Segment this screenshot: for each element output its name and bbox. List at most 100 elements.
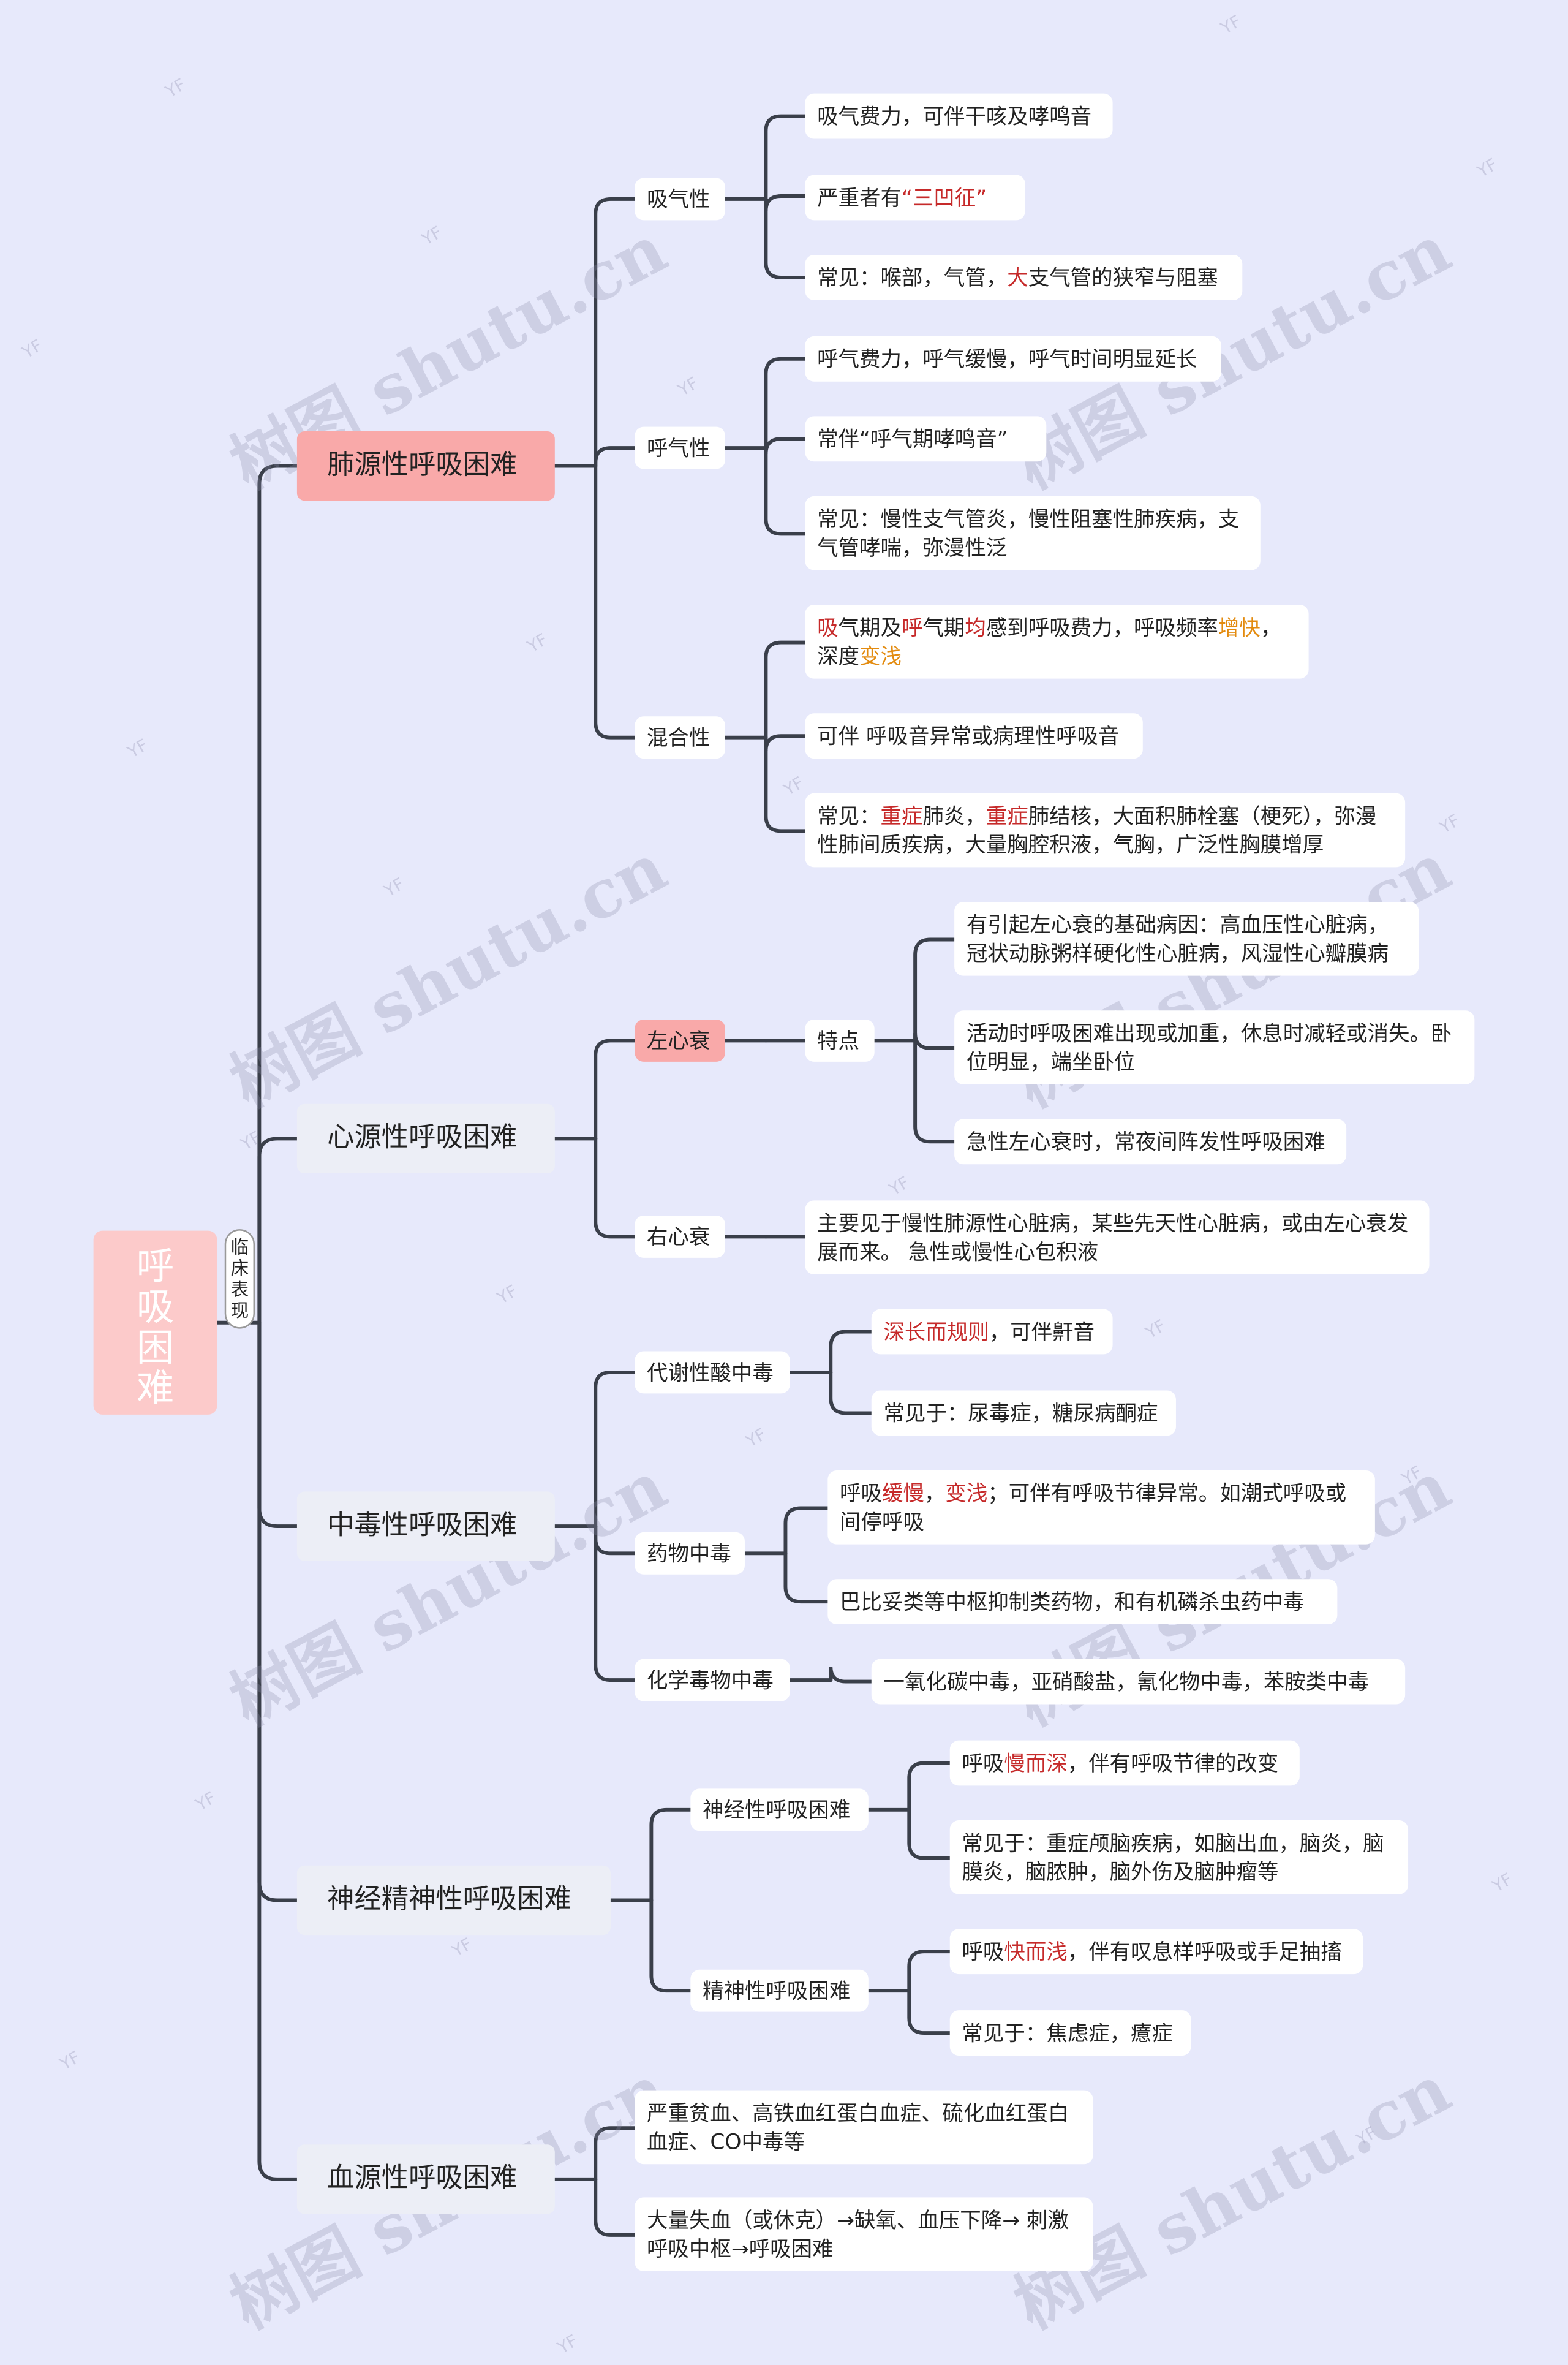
leaf[interactable]: 常见：重症肺炎，重症肺结核，大面积肺栓塞（梗死），弥漫性肺间质疾病，大量胸腔积液… — [805, 793, 1406, 868]
leaf-text: 呼 — [901, 616, 923, 641]
leaf-text: 主要见于慢性肺源性心脏病，某些先天性心脏病，或由左心衰发展而来。 急性或慢性心包… — [817, 1213, 1409, 1266]
leaf-text: 感到呼吸费力，呼吸频率 — [986, 616, 1218, 641]
sub-title: 特点 — [817, 1030, 860, 1054]
leaf-text: ，可伴鼾音 — [989, 1321, 1095, 1345]
branch-title: 中毒性呼吸困难 — [327, 1509, 518, 1542]
sub-features[interactable]: 特点 — [805, 1019, 875, 1062]
leaf[interactable]: 活动时呼吸困难出现或加重，休息时减轻或消失。卧位明显，端坐卧位 — [954, 1010, 1475, 1084]
leaf-text: 支气管的狭窄与阻塞 — [1028, 267, 1218, 292]
sub-title: 呼气性 — [646, 437, 710, 462]
branch-hematogenous[interactable]: 血源性呼吸困难 — [296, 2144, 555, 2214]
branch-toxic[interactable]: 中毒性呼吸困难 — [296, 1491, 555, 1561]
connector-line — [257, 1320, 299, 2181]
leaf-text: 呼吸 — [840, 1482, 882, 1507]
sub-title: 化学毒物中毒 — [646, 1669, 774, 1694]
leaf-text: 变浅 — [859, 645, 902, 670]
leaf[interactable]: 常见于：重症颅脑疾病，如脑出血，脑炎，脑膜炎，脑脓肿，脑外伤及脑肿瘤等 — [949, 1820, 1409, 1894]
leaf-text: 吸 — [817, 616, 839, 641]
sub-psychogenic[interactable]: 精神性呼吸困难 — [690, 1969, 869, 2012]
connector-line — [764, 437, 807, 455]
connector-line — [649, 1898, 693, 1993]
leaf[interactable]: 吸气费力，可伴干咳及哮鸣音 — [805, 93, 1113, 139]
leaf[interactable]: 呼吸缓慢，变浅；可伴有呼吸节律异常。如潮式呼吸或间停呼吸 — [827, 1470, 1375, 1545]
branch-cardiac[interactable]: 心源性呼吸困难 — [296, 1103, 555, 1174]
leaf-text: 气期 — [922, 616, 965, 641]
sub-drug-poisoning[interactable]: 药物中毒 — [635, 1532, 745, 1575]
sub-inspiratory[interactable]: 吸气性 — [635, 178, 725, 221]
leaf[interactable]: 吸气期及呼气期均感到呼吸费力，呼吸频率增快，深度变浅 — [805, 605, 1309, 679]
leaf-text: 呼吸 — [962, 1752, 1005, 1777]
sub-right-heart-failure[interactable]: 右心衰 — [635, 1215, 725, 1258]
leaf-text: 吸气费力，可伴干咳及哮鸣音 — [817, 105, 1092, 130]
leaf[interactable]: 深长而规则，可伴鼾音 — [871, 1309, 1113, 1355]
sub-expiratory[interactable]: 呼气性 — [635, 426, 725, 469]
leaf[interactable]: 大量失血（或休克）→缺氧、血压下降→ 刺激呼吸中枢→呼吸困难 — [635, 2197, 1093, 2272]
leaf-text: “三凹征” — [901, 187, 987, 211]
leaf[interactable]: 常见：喉部，气管，大支气管的狭窄与阻塞 — [805, 254, 1243, 300]
leaf-text: 深长而规则 — [883, 1321, 989, 1345]
sub-title: 神经性呼吸困难 — [703, 1799, 851, 1823]
connector-line — [764, 197, 807, 279]
leaf[interactable]: 呼吸快而浅，伴有叹息样呼吸或手足抽搐 — [949, 1929, 1363, 1975]
sub-mixed[interactable]: 混合性 — [635, 716, 725, 759]
leaf-text: 大 — [1007, 267, 1028, 292]
leaf-text: 常见于：重症颅脑疾病，如脑出血，脑炎，脑膜炎，脑脓肿，脑外伤及脑肿瘤等 — [962, 1832, 1384, 1885]
leaf[interactable]: 巴比妥类等中枢抑制类药物，和有机磷杀虫药中毒 — [827, 1579, 1338, 1625]
branch-title: 神经精神性呼吸困难 — [327, 1883, 571, 1916]
root-label-text: 临床表现 — [230, 1236, 249, 1322]
sub-chemical-poisoning[interactable]: 化学毒物中毒 — [635, 1659, 790, 1701]
leaf[interactable]: 呼吸慢而深，伴有呼吸节律的改变 — [949, 1740, 1300, 1786]
leaf-text: 慢而深 — [1004, 1752, 1068, 1777]
leaf[interactable]: 一氧化碳中毒，亚硝酸盐，氰化物中毒，苯胺类中毒 — [871, 1659, 1406, 1705]
leaf[interactable]: 呼气费力，呼气缓慢，呼气时间明显延长 — [805, 336, 1221, 382]
sub-title: 右心衰 — [646, 1226, 710, 1251]
leaf[interactable]: 常见：慢性支气管炎，慢性阻塞性肺疾病，支气管哮喘，弥漫性泛 — [805, 496, 1261, 570]
leaf[interactable]: 主要见于慢性肺源性心脏病，某些先天性心脏病，或由左心衰发展而来。 急性或慢性心包… — [805, 1200, 1430, 1274]
connector-line — [913, 1032, 957, 1050]
leaf-text: 急性左心衰时，常夜间阵发性呼吸困难 — [966, 1131, 1325, 1156]
root-node[interactable]: 呼吸困难 — [93, 1230, 217, 1415]
connector-line — [594, 2177, 637, 2237]
sub-metabolic-acidosis[interactable]: 代谢性酸中毒 — [635, 1351, 790, 1394]
leaf-text: 一氧化碳中毒，亚硝酸盐，氰化物中毒，苯胺类中毒 — [883, 1671, 1370, 1695]
connector-line — [829, 1666, 873, 1684]
connector-line — [257, 1320, 299, 1528]
leaf[interactable]: 有引起左心衰的基础病因：高血压性心脏病，冠状动脉粥样硬化性心脏病，风湿性心瓣膜病 — [954, 901, 1419, 976]
leaf[interactable]: 常伴“呼气期哮鸣音” — [805, 416, 1047, 462]
sub-neurogenic[interactable]: 神经性呼吸困难 — [690, 1788, 869, 1831]
leaf-text: ，深度 — [817, 616, 1282, 670]
leaf-text: 常伴“呼气期哮鸣音” — [817, 428, 1008, 453]
connector-line — [594, 2126, 637, 2181]
leaf-text: 缓慢 — [881, 1482, 924, 1507]
branch-neuropsychiatric[interactable]: 神经精神性呼吸困难 — [296, 1865, 611, 1936]
connector-line — [594, 446, 637, 468]
connector-line — [907, 1950, 952, 1993]
sub-left-heart-failure[interactable]: 左心衰 — [635, 1019, 725, 1062]
connector-line — [649, 1807, 693, 1902]
leaf-text: 重症 — [986, 805, 1028, 830]
connector-line — [594, 1137, 637, 1239]
branch-pulmonary[interactable]: 肺源性呼吸困难 — [296, 431, 555, 501]
leaf[interactable]: 可伴 呼吸音异常或病理性呼吸音 — [805, 713, 1143, 759]
leaf-text: 快而浅 — [1004, 1940, 1068, 1966]
leaf[interactable]: 严重贫血、高铁血红蛋白血症、硫化血红蛋白血症、CO中毒等 — [635, 2090, 1093, 2165]
sub-title: 药物中毒 — [646, 1543, 731, 1567]
connector-line — [913, 937, 957, 1043]
connector-line — [764, 446, 807, 536]
leaf[interactable]: 严重者有“三凹征” — [805, 175, 1025, 221]
leaf-text: 常见： — [817, 805, 881, 830]
leaf[interactable]: 常见于：尿毒症，糖尿病酮症 — [871, 1390, 1176, 1436]
sub-title: 吸气性 — [646, 188, 710, 213]
leaf-text: ；可伴有呼吸节律异常。如潮式呼吸或间停呼吸 — [840, 1482, 1347, 1535]
leaf-text: 增快 — [1218, 616, 1261, 641]
branch-title: 肺源性呼吸困难 — [327, 449, 518, 482]
leaf-text: 肺炎， — [922, 805, 986, 830]
connector-line — [764, 640, 807, 740]
leaf[interactable]: 急性左心衰时，常夜间阵发性呼吸困难 — [954, 1119, 1347, 1165]
branch-title: 心源性呼吸困难 — [327, 1122, 518, 1154]
sub-title: 精神性呼吸困难 — [703, 1980, 851, 2005]
connector-line — [783, 1551, 830, 1604]
leaf[interactable]: 常见于：焦虑症，癔症 — [949, 2010, 1191, 2056]
leaf-text: 严重者有 — [817, 187, 902, 211]
